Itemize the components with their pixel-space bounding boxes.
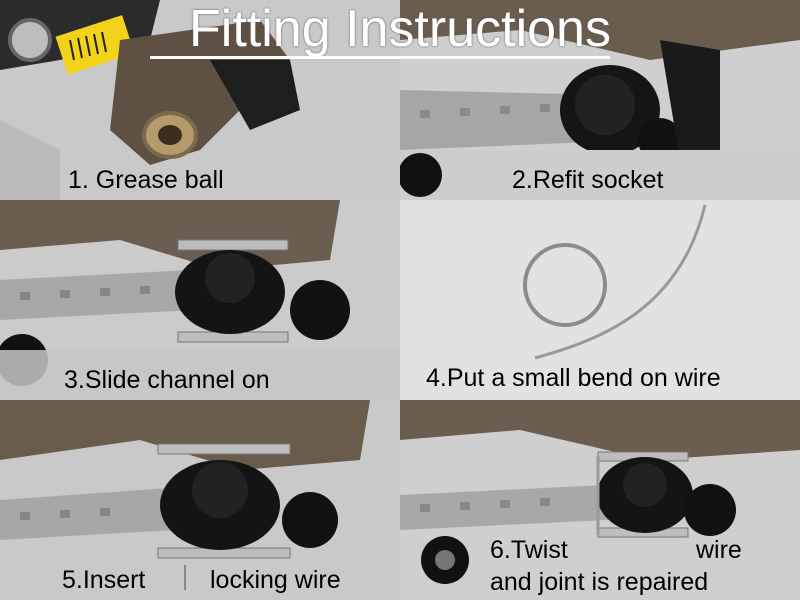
step-2-photo: 2.Refit socket <box>400 0 800 200</box>
step-6-caption-c: and joint is repaired <box>490 568 709 596</box>
step-3-photo: 3.Slide channel on <box>0 200 400 400</box>
step-6-caption-b: wire <box>696 536 742 564</box>
step-3-caption: 3.Slide channel on <box>64 366 270 394</box>
step-1-photo: 1. Grease ball <box>0 0 400 200</box>
step-2-caption: 2.Refit socket <box>512 166 664 194</box>
step-1-caption: 1. Grease ball <box>68 166 224 194</box>
step-5-photo: 5.Insert locking wire <box>0 400 400 600</box>
page-title: Fitting Instructions <box>189 0 611 58</box>
step-4-caption: 4.Put a small bend on wire <box>426 364 721 392</box>
step-5-caption-a: 5.Insert <box>62 566 146 594</box>
step-6-photo: 6.Twist wire and joint is repaired <box>400 400 800 600</box>
step-5-caption-b: locking wire <box>210 566 341 594</box>
title-underline <box>150 56 610 59</box>
step-6-caption-a: 6.Twist <box>490 536 568 564</box>
step-4-photo: 4.Put a small bend on wire <box>400 200 800 400</box>
